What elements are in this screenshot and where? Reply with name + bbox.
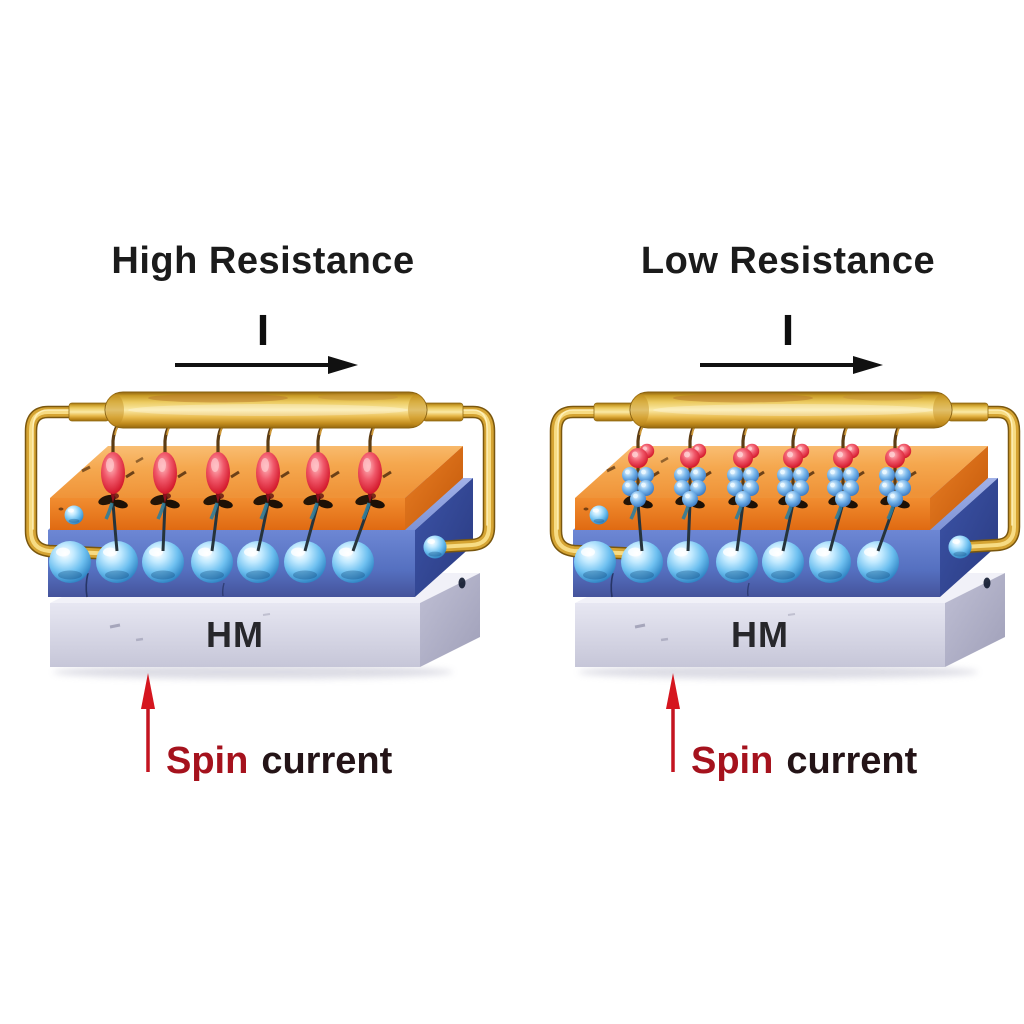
low-resistance-panel: Low Resistance I: [543, 230, 1024, 810]
bead-stack: [879, 443, 912, 507]
high-resistance-panel: High Resistance I HM Spin current: [18, 230, 508, 810]
device-illustration-low: [543, 325, 1024, 795]
current-word: current: [786, 740, 918, 782]
spin-word: Spin: [691, 740, 774, 782]
bead-stack: [622, 443, 655, 507]
hm-label: HM: [731, 614, 789, 655]
device-illustration-high: [18, 325, 508, 795]
bead-stack: [727, 443, 760, 507]
ion-bead-stacks: [622, 443, 912, 507]
bead-stack: [674, 443, 707, 507]
spin-current-label: Spin current: [691, 740, 917, 783]
hm-label: HM: [206, 614, 264, 655]
panel-title: Low Resistance: [640, 240, 936, 282]
spin-word: Spin: [166, 740, 249, 782]
panel-title: High Resistance: [111, 240, 415, 282]
bead-stack: [827, 443, 860, 507]
current-direction-label: I: [781, 306, 795, 355]
current-word: current: [261, 740, 393, 782]
spin-current-label: Spin current: [166, 740, 392, 783]
bead-stack: [777, 443, 810, 507]
current-direction-label: I: [256, 306, 270, 355]
